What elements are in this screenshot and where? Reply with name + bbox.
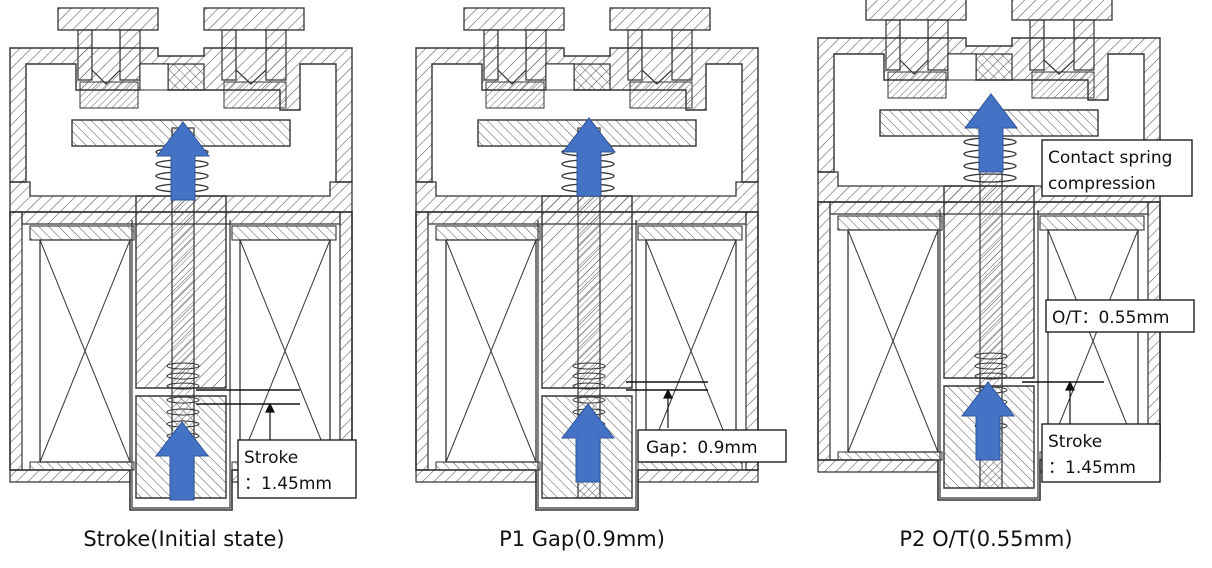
caption-p1-gap: P1 Gap(0.9mm) <box>499 527 665 551</box>
svg-text:Gap：0.9mm: Gap：0.9mm <box>646 438 758 458</box>
ot-label: O/T：0.55mm <box>1045 299 1195 333</box>
svg-text:：1.45mm: ：1.45mm <box>1048 458 1136 478</box>
caption-p2-ot: P2 O/T(0.55mm) <box>899 527 1072 551</box>
panel-stroke-initial: Stroke ：1.45mm Stroke(Initial state) <box>9 7 357 551</box>
svg-text:compression: compression <box>1048 174 1156 194</box>
gap-label: Gap：0.9mm <box>637 429 787 463</box>
caption-stroke: Stroke(Initial state) <box>83 527 284 551</box>
svg-text:Contact spring: Contact spring <box>1048 148 1172 168</box>
panel-p1-gap: Gap：0.9mm P1 Gap(0.9mm) <box>415 7 787 551</box>
svg-text:Stroke: Stroke <box>244 448 298 468</box>
panel-p2-ot: Contact spring compression O/T：0.55mm St… <box>817 0 1195 551</box>
svg-text:：1.45mm: ：1.45mm <box>244 474 332 494</box>
stroke-label: Stroke ：1.45mm <box>237 439 357 499</box>
stroke-label-p2: Stroke ：1.45mm <box>1041 423 1161 483</box>
contact-spring-label: Contact spring compression <box>1041 139 1193 197</box>
svg-text:Stroke: Stroke <box>1048 432 1102 452</box>
svg-text:O/T：0.55mm: O/T：0.55mm <box>1052 308 1169 328</box>
